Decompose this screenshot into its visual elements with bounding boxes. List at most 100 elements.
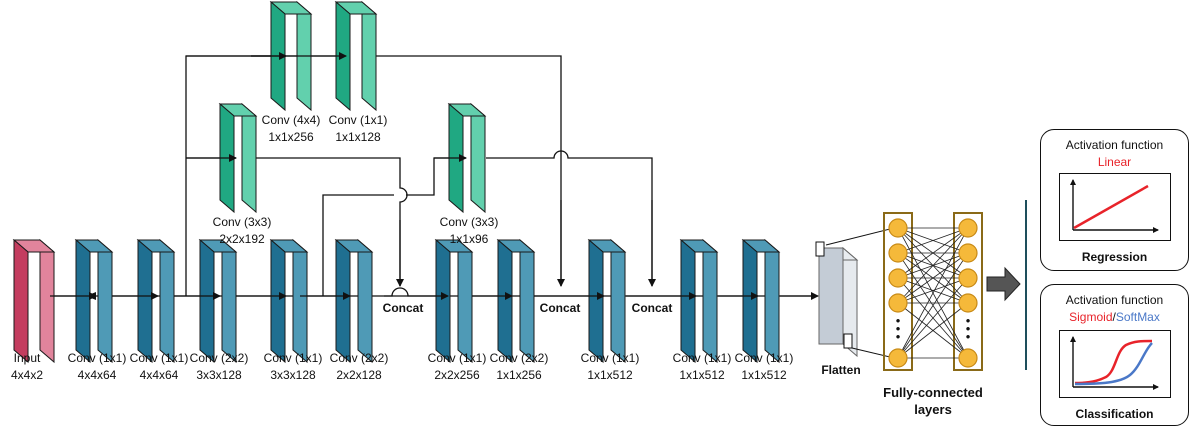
layer-label-7: Conv (2x2)1x1x256 <box>490 351 549 382</box>
classification-card-title: Activation function <box>1065 293 1164 307</box>
layer-label-8: Conv (1x1)1x1x512 <box>581 351 640 382</box>
conv-slab-6 <box>434 238 474 364</box>
fc-neuron <box>888 243 908 263</box>
regression-plot <box>1059 173 1171 241</box>
layer-label-10-name: Conv (1x1) <box>735 351 794 365</box>
concat-label-2: Concat <box>540 301 581 315</box>
fc-neuron <box>888 348 908 368</box>
fc-label-line2: layers <box>914 402 952 417</box>
flatten-slab-face <box>818 247 844 345</box>
slab-side <box>610 238 626 364</box>
slab-side <box>519 238 535 364</box>
conv-slab-7 <box>496 238 536 364</box>
conv-slab-5 <box>334 238 374 364</box>
layer-label-6-dims: 2x2x256 <box>434 368 480 382</box>
layer-label-2-dims: 4x4x64 <box>140 368 179 382</box>
slab-side <box>241 102 257 214</box>
layer-label-9-name: Conv (1x1) <box>673 351 732 365</box>
slab-side <box>470 102 486 214</box>
fc-neuron <box>888 218 908 238</box>
layer-label-1-name: Conv (1x1) <box>68 351 127 365</box>
classification-plot <box>1059 330 1171 398</box>
fc-edge <box>897 252 969 304</box>
fc-edge <box>897 227 969 359</box>
slab-side <box>97 238 113 364</box>
layer-label-8-name: Conv (1x1) <box>581 351 640 365</box>
fc-neuron <box>888 268 908 288</box>
input-label-name: Input <box>14 351 41 365</box>
layer-label-3-name: Conv (2x2) <box>190 351 249 365</box>
slab-face <box>199 238 215 364</box>
layer-label-4-name: Conv (1x1) <box>264 351 323 365</box>
slab-face <box>13 238 29 364</box>
branch-label-2-name: Conv (1x1) <box>329 113 388 127</box>
flatten-small-box-top <box>815 241 825 257</box>
fc-neuron <box>958 268 978 288</box>
skip-line-5 <box>254 157 408 286</box>
layer-label-5-name: Conv (2x2) <box>330 351 389 365</box>
slab-side <box>221 238 237 364</box>
conv-slab-8 <box>587 238 627 364</box>
fc-neurons: •••••• <box>888 218 978 368</box>
layer-label-2: Conv (1x1) 4x4x64 <box>130 351 189 382</box>
fc-edge <box>897 277 969 304</box>
separator-label: / <box>1112 310 1116 324</box>
branch-label-4-dims: 1x1x96 <box>450 232 489 246</box>
main-path-line <box>50 287 816 297</box>
layer-label-1: Conv (1x1) 4x4x64 <box>68 351 127 382</box>
fc-edge <box>897 227 969 254</box>
slab-side <box>292 238 308 364</box>
fc-label-line1: Fully-connected <box>883 385 983 400</box>
slab-side <box>159 238 175 364</box>
slab-side <box>361 0 377 112</box>
fc-edge <box>897 252 969 359</box>
conv-slab-2 <box>136 238 176 364</box>
fc-neuron <box>958 218 978 238</box>
classification-card: Activation function Sigmoid/SoftMax Clas… <box>1040 284 1189 426</box>
conv-slab-4 <box>269 238 309 364</box>
fc-neuron <box>958 243 978 263</box>
conv-slab-10 <box>741 238 781 364</box>
slab-face <box>435 238 451 364</box>
flatten-label: Flatten <box>821 363 860 377</box>
fc-ellipsis-dot: • <box>896 321 901 336</box>
fc-ellipsis-dot: • <box>896 313 901 328</box>
branch-label-1: Conv (4x4)1x1x256 <box>262 113 321 144</box>
regression-card: Activation function Linear Regression <box>1040 129 1189 271</box>
flatten-small-box-bottom <box>843 333 853 349</box>
branch-label-3: Conv (3x3) 2x2x192 <box>213 215 272 246</box>
classification-footer: Classification <box>1075 407 1154 421</box>
layer-label-2-name: Conv (1x1) <box>130 351 189 365</box>
fc-neuron <box>888 293 908 313</box>
flatten-fc-line-top <box>825 227 895 246</box>
fc-edge <box>897 277 969 359</box>
slab-side <box>457 238 473 364</box>
layer-label-10-dims: 1x1x512 <box>741 368 787 382</box>
fc-edge <box>897 302 969 359</box>
conv-slab-3 <box>198 238 238 364</box>
regression-footer: Regression <box>1081 250 1148 264</box>
branch-label-3-name: Conv (3x3) <box>213 215 272 229</box>
layer-label-5-dims: 2x2x128 <box>336 368 382 382</box>
branch-label-3-dims: 2x2x192 <box>219 232 265 246</box>
slab-face <box>497 238 513 364</box>
layer-label-4: Conv (1x1)3x3x128 <box>264 351 323 382</box>
slab-side <box>702 238 718 364</box>
fully-connected-layers: •••••• Fully-connected layers <box>883 212 983 417</box>
conv-slab-9 <box>679 238 719 364</box>
layer-label-1-dims: 4x4x64 <box>78 368 117 382</box>
slab-side <box>39 238 55 364</box>
branch-slab-conv3x3-a <box>218 102 258 214</box>
layer-label-3-dims: 3x3x128 <box>196 368 242 382</box>
fc-neuron <box>958 348 978 368</box>
regression-function-label: Linear <box>1097 155 1132 169</box>
classification-function-label: Sigmoid/SoftMax <box>1041 310 1188 324</box>
layer-label-10: Conv (1x1) 1x1x512 <box>735 351 794 382</box>
sigmoid-softmax-plot-icon <box>1070 336 1159 390</box>
sigmoid-label: Sigmoid <box>1069 310 1113 324</box>
branch-label-1-dims: 1x1x256 <box>268 130 314 144</box>
slab-face <box>680 238 696 364</box>
branch-label-2-dims: 1x1x128 <box>335 130 381 144</box>
layer-label-6: Conv (1x1)2x2x256 <box>428 351 487 382</box>
